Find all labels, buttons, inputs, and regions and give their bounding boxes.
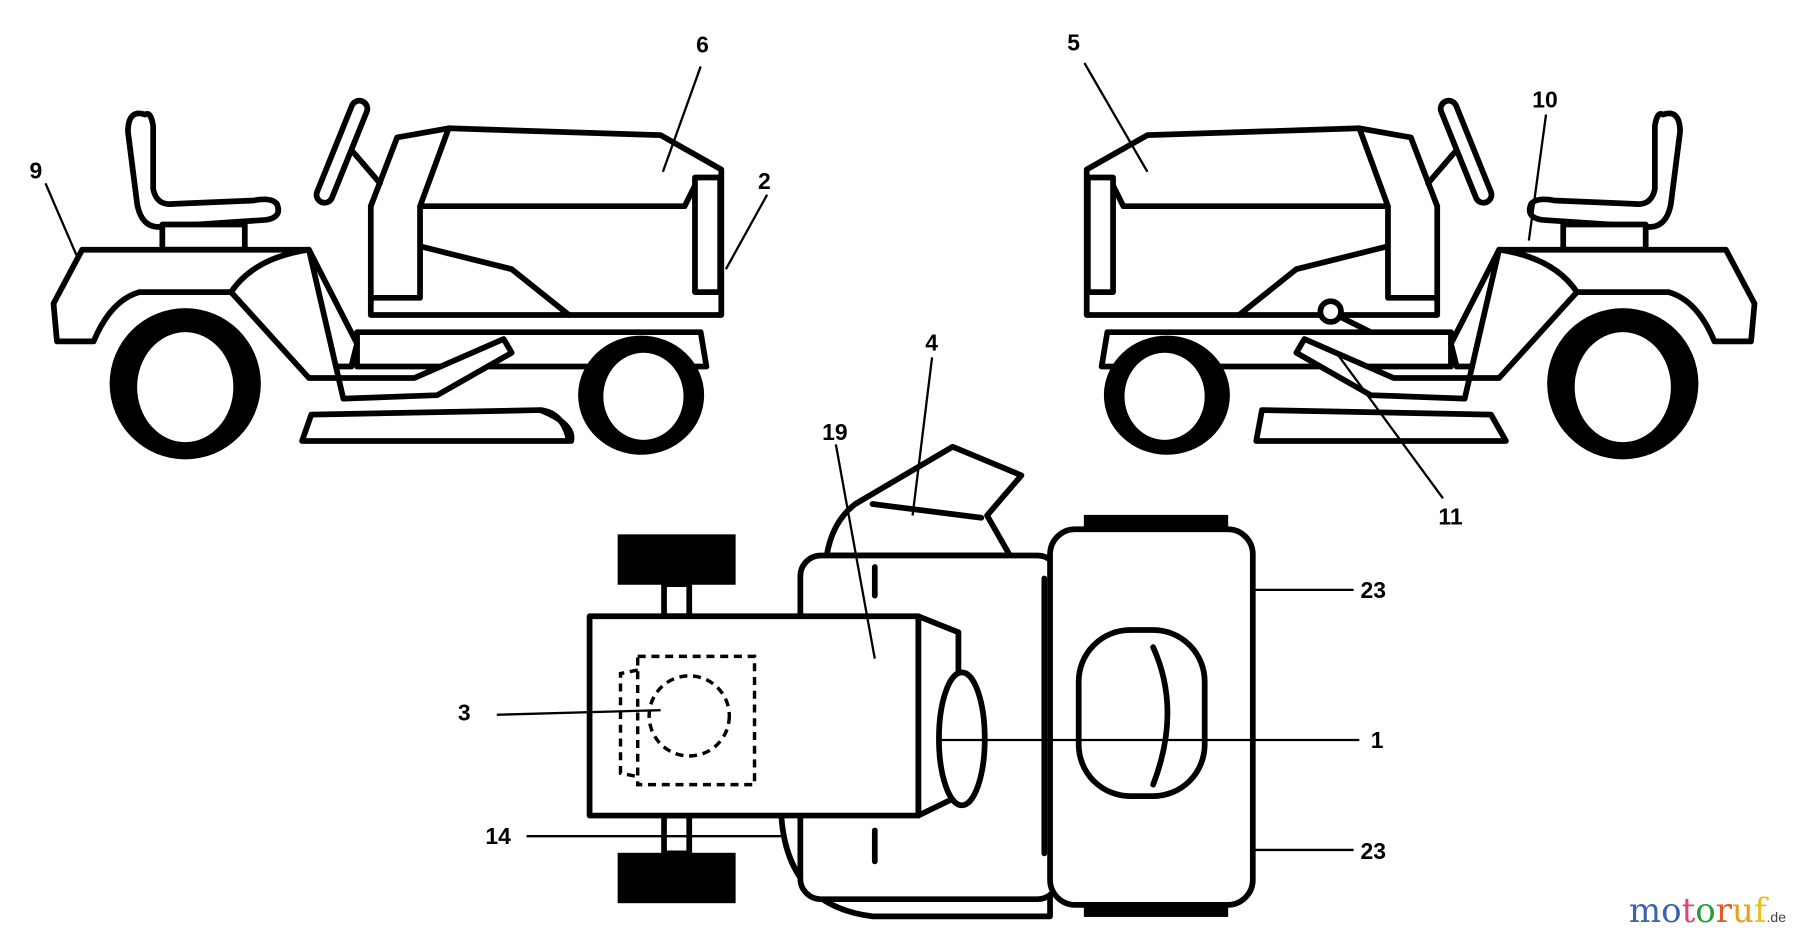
callout-11: 11 — [1438, 504, 1462, 530]
watermark-letter: t — [1681, 891, 1696, 931]
watermark-letter: r — [1715, 891, 1733, 931]
callout-23-top: 23 — [1360, 577, 1385, 603]
callout-23-bottom: 23 — [1360, 838, 1385, 864]
leader-lines — [44, 62, 1548, 852]
callout-5: 5 — [1067, 29, 1080, 55]
callout-10: 10 — [1532, 87, 1557, 113]
watermark-logo: motoruf.de — [1628, 891, 1786, 931]
callout-3: 3 — [458, 699, 471, 725]
callout-9: 9 — [29, 158, 42, 184]
watermark-letter: o — [1695, 891, 1716, 931]
watermark-letter: m — [1628, 891, 1662, 931]
callout-2: 2 — [758, 168, 771, 194]
callout-19: 19 — [822, 419, 847, 445]
watermark-letter: o — [1661, 891, 1682, 931]
watermark-letter: f — [1753, 891, 1767, 931]
tractor-right-side-view — [1083, 97, 1758, 460]
watermark-letter: u — [1732, 891, 1754, 931]
lever-icon — [1317, 298, 1374, 336]
callout-6: 6 — [696, 32, 709, 58]
tractor-top-view — [586, 443, 1256, 920]
callout-14: 14 — [485, 823, 511, 849]
tractor-left-side-view — [50, 97, 725, 460]
callout-1: 1 — [1371, 727, 1384, 753]
callout-4: 4 — [925, 330, 938, 356]
